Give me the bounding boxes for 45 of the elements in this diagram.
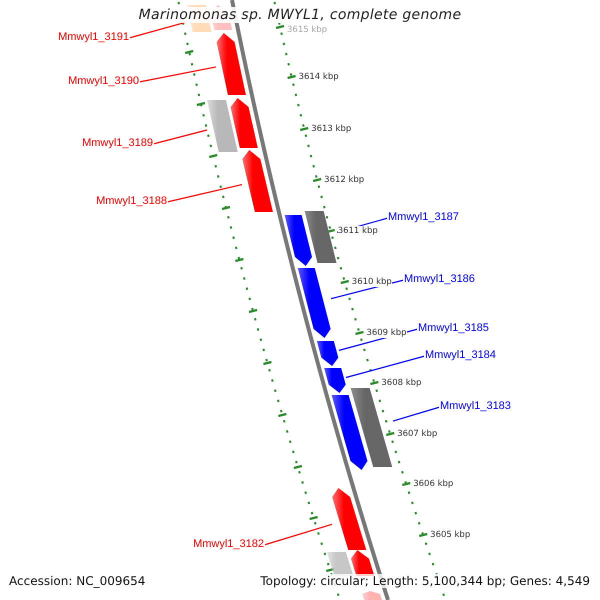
- gene-block: [297, 268, 331, 338]
- gene-block: [304, 211, 337, 263]
- gene-block: [207, 100, 238, 152]
- position-label: 3614 kbp: [298, 72, 339, 82]
- gene-label: Mmwyl1_3186: [403, 273, 476, 285]
- position-label: 3612 kbp: [324, 175, 364, 185]
- gene-block: [216, 33, 246, 95]
- leader-line: [138, 66, 216, 83]
- position-label: 3607 kbp: [397, 429, 438, 439]
- gene-label: Mmwyl1_3189: [81, 137, 154, 149]
- position-label: 3608 kbp: [381, 378, 422, 388]
- gene-block: [230, 98, 258, 148]
- footer-text: Accession: NC_009654: [9, 574, 146, 588]
- gene-label: Mmwyl1_3184: [424, 349, 497, 361]
- gene-label: Mmwyl1_3190: [67, 75, 140, 87]
- gene-label: Mmwyl1_3188: [95, 195, 168, 207]
- position-label: 3606 kbp: [413, 479, 454, 489]
- gene-label: Mmwyl1_3191: [57, 31, 130, 43]
- leader-line: [152, 129, 208, 145]
- gene-block: [242, 150, 273, 212]
- gene-block: [332, 488, 367, 550]
- leader-line: [128, 21, 188, 39]
- gene-block: [350, 550, 375, 576]
- gene-block: [284, 215, 313, 266]
- gene-label: Mmwyl1_3187: [387, 211, 460, 223]
- position-label: 3611 kbp: [338, 226, 378, 236]
- gene-block: [324, 368, 346, 393]
- gene-block: [331, 395, 368, 470]
- gene-block: [326, 552, 354, 576]
- position-label: 3613 kbp: [311, 124, 352, 134]
- leader-line: [166, 184, 242, 203]
- gene-label: Mmwyl1_3182: [192, 538, 265, 550]
- position-label: 3605 kbp: [430, 530, 470, 540]
- position-label: 3615 kbp: [287, 25, 328, 35]
- gene-block: [362, 591, 382, 600]
- position-label: 3609 kbp: [366, 328, 407, 338]
- gene-label: Mmwyl1_3183: [439, 400, 512, 412]
- gene-block: [316, 341, 339, 366]
- gene-block: [350, 388, 393, 467]
- leader-line: [392, 406, 440, 422]
- footer-text: Topology: circular; Length: 5,100,344 bp; Genes: 4,549: [260, 574, 590, 588]
- position-label: 3610 kbp: [352, 277, 392, 287]
- leader-line: [346, 355, 426, 378]
- leader-line: [264, 524, 332, 546]
- gene-label: Mmwyl1_3185: [417, 322, 490, 334]
